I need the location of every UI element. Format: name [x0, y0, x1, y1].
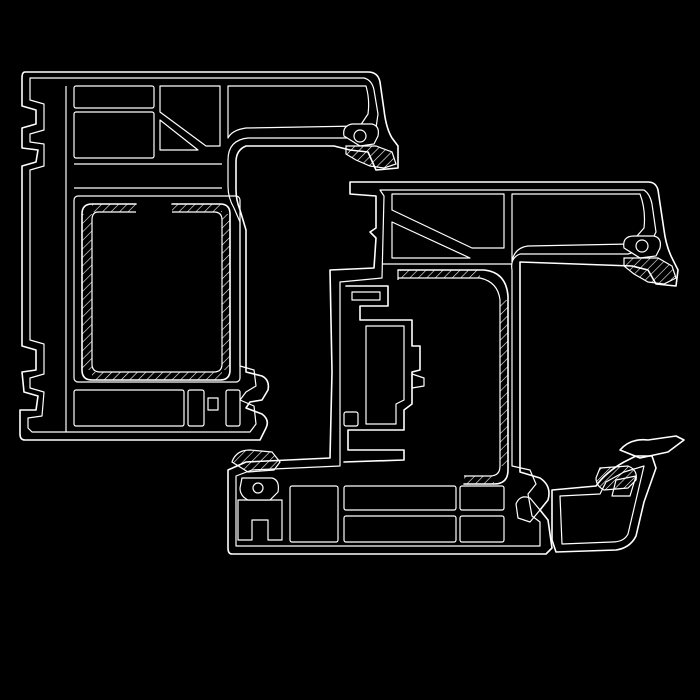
- gasket-top-left-core: [353, 129, 367, 143]
- frame-chamber-7: [187, 389, 205, 427]
- sash-reinforcement-outer: [397, 269, 509, 485]
- sash-chamber-4: [289, 485, 339, 543]
- frame-reinforcement-hatch-left: [82, 214, 92, 370]
- gasket-bottom-left: [231, 449, 281, 501]
- gasket-bottom-right: [595, 465, 637, 491]
- gasket-bottom-right-body: [595, 465, 637, 491]
- glazing-gasket-lip: [619, 435, 685, 459]
- frame-outer-contour: [19, 71, 399, 441]
- gasket-bottom-left-lip: [231, 449, 281, 473]
- frame-reinforcement-outer: [81, 203, 231, 381]
- frame-reinforcement-hatch-top-right: [172, 204, 222, 212]
- sash-clip-slot: [343, 411, 359, 427]
- frame-steel-reinforcement: [81, 203, 231, 381]
- frame-chamber-3: [159, 85, 221, 147]
- sash-reinforcement-hatch-bottom: [464, 476, 494, 484]
- sash-chamber-1: [391, 193, 505, 249]
- sash-outer-contour: [227, 181, 679, 555]
- frame-chamber-6: [73, 389, 185, 427]
- sash-reinforcement-hatch-top: [400, 270, 480, 278]
- sash-chamber-5: [343, 485, 457, 511]
- sash-clip-tooth: [411, 373, 425, 389]
- frame-drain-slot: [207, 397, 219, 411]
- frame-inner-contour: [27, 77, 379, 433]
- gasket-top-left: [343, 123, 397, 169]
- sash-inner-contour: [235, 189, 657, 547]
- sash-drip: [515, 496, 541, 523]
- frame-reinforcement-hatch-top-left: [92, 204, 136, 212]
- sash-chamber-7: [459, 485, 505, 511]
- sash-chamber-6: [343, 515, 457, 543]
- frame-chamber-2: [73, 111, 155, 159]
- frame-reinforcement-chamber: [73, 195, 241, 383]
- frame-reinforcement-hatch-bottom: [92, 372, 222, 380]
- sash-reinforcement-hatch-side: [500, 300, 508, 466]
- frame-chamber-1: [73, 85, 155, 109]
- sash-rebate-inner: [351, 291, 405, 425]
- frame-chamber-4: [159, 119, 199, 151]
- glazing-bead: [551, 435, 685, 553]
- sash-chamber-2: [391, 221, 471, 259]
- gasket-top-right: [623, 235, 677, 285]
- gasket-top-right-core: [635, 239, 649, 253]
- sash-reinforcement-inner: [398, 277, 501, 477]
- sash-steel-reinforcement: [397, 269, 509, 485]
- sash-rebate-channel: [343, 285, 421, 463]
- sash-chamber-8: [459, 515, 505, 543]
- frame-reinforcement-inner: [91, 211, 223, 373]
- gasket-bottom-left-core: [252, 482, 264, 494]
- sash-hook: [237, 499, 283, 541]
- gasket-top-right-lip: [623, 257, 677, 285]
- frame-reinforcement-hatch-right: [222, 214, 230, 370]
- gasket-top-left-lip: [345, 145, 397, 169]
- sash-chamber-3: [511, 193, 646, 263]
- sash-profile: [227, 181, 679, 555]
- frame-profile: [19, 71, 399, 441]
- frame-chamber-8: [225, 389, 241, 427]
